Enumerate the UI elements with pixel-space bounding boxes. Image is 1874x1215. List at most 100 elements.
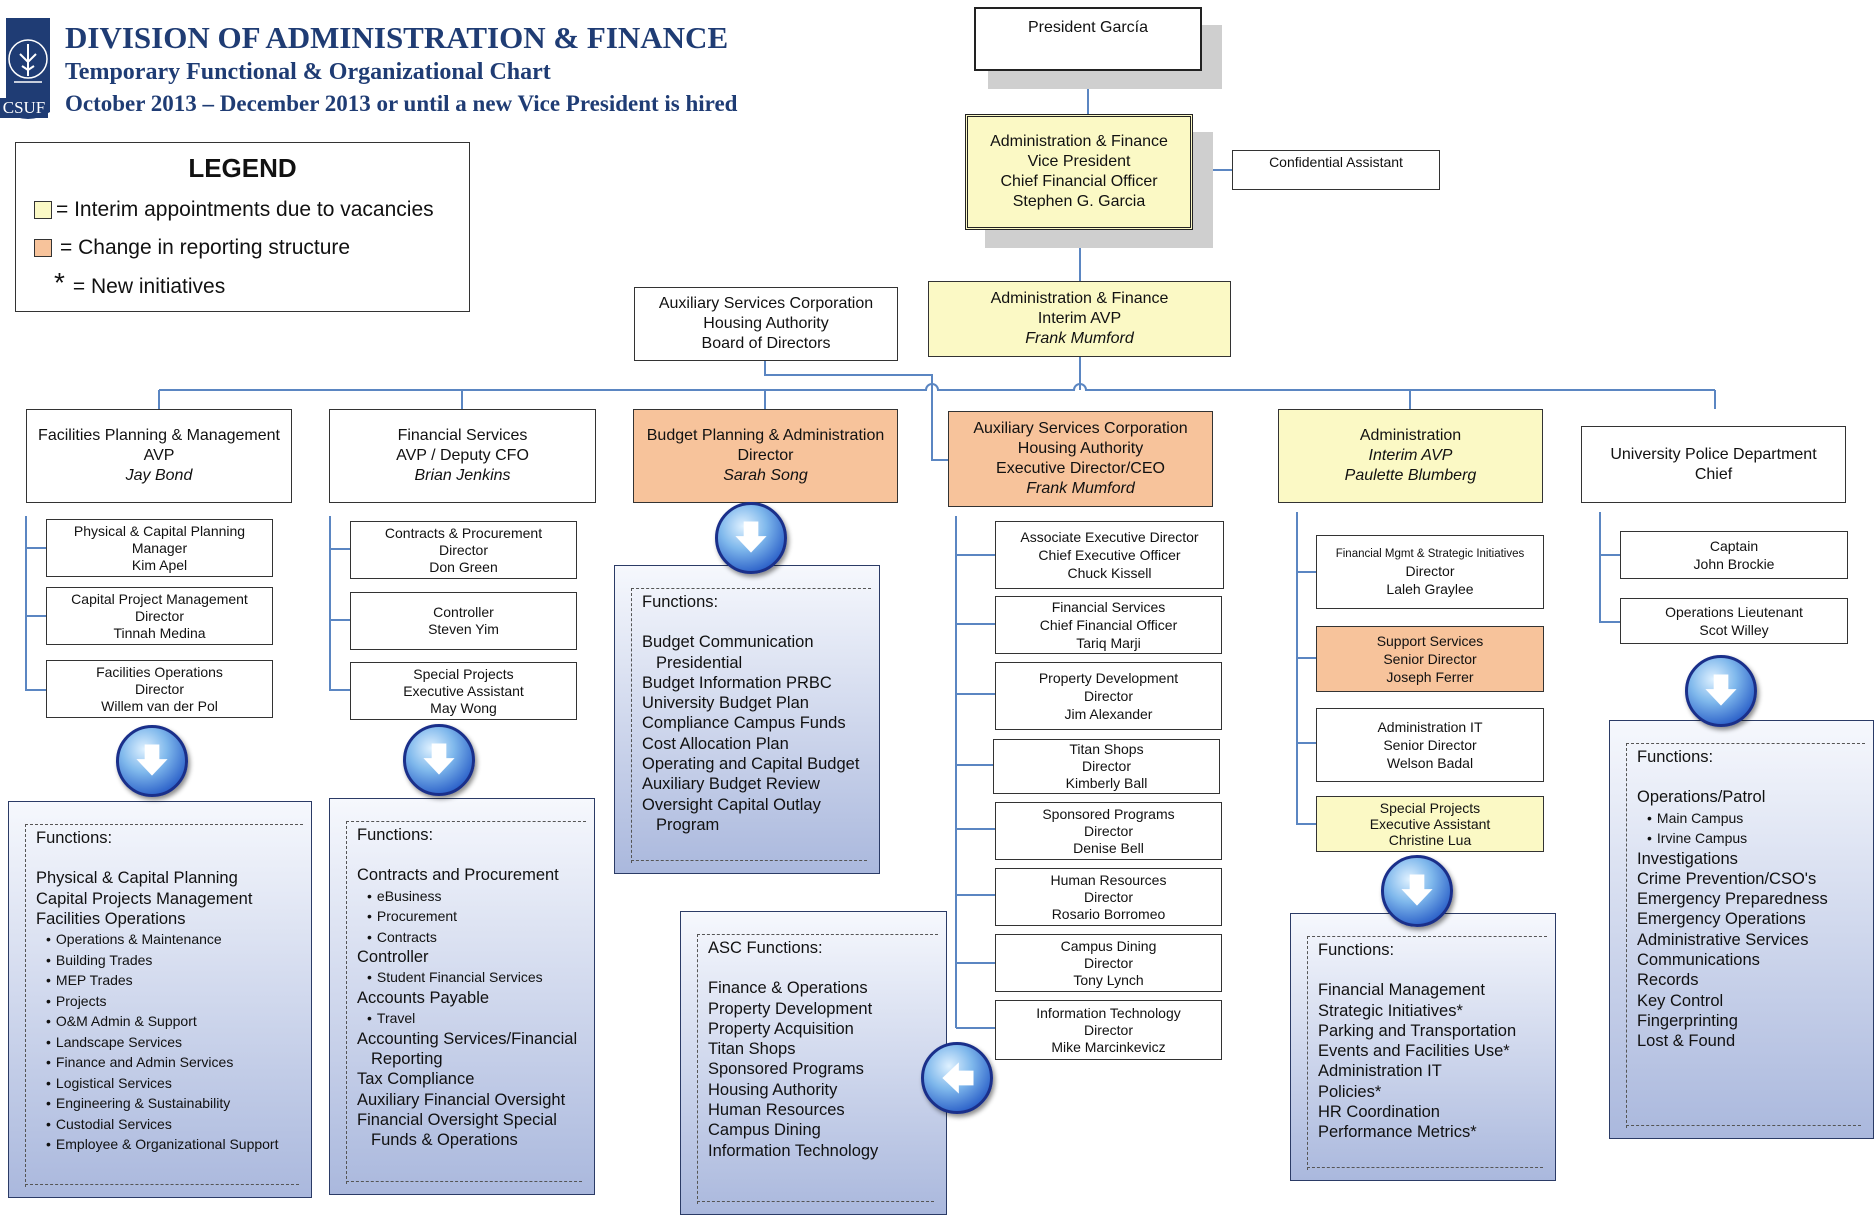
function-item: Finance & Operations [708,979,868,998]
sub-line3: Welson Badal [1386,755,1474,771]
sub-box-titan-shops: Titan Shops Director Kimberly Ball [993,739,1220,794]
sub-line3: Tariq Marji [1076,635,1141,651]
function-item: Tax Compliance [357,1070,475,1089]
legend-label-change: = Change in reporting structure [60,236,351,259]
sub-line2: Director [1405,562,1455,579]
function-item: Financial Management [1318,981,1485,1000]
yellow-swatch [34,201,52,219]
sub-box-contracts: Contracts & Procurement Director Don Gre… [350,521,577,579]
function-item: Lost & Found [1637,1032,1736,1051]
function-item: Contracts and Procurement [357,866,559,885]
function-bullet: Logistical Services [36,1073,305,1094]
functions-label: Functions: [357,826,434,844]
facilities-title: Facilities Planning & Management [38,427,280,444]
function-item: Auxiliary Budget Review [642,775,820,794]
sub-line1: Financial Mgmt & Strategic Initiatives [1335,547,1525,560]
function-bullet: Student Financial Services [357,967,588,988]
budget-name: Sarah Song [723,467,808,484]
sub-line1: Sponsored Programs [1042,805,1175,822]
legend-star: * [54,267,65,298]
function-item: Campus Dining [708,1121,821,1140]
sub-line2: Director [1081,758,1131,774]
function-item: Budget Information PRBC [642,673,832,692]
sub-line1: Capital Project Management [71,590,248,607]
function-bullet: Custodial Services [36,1114,305,1135]
function-bullet: Projects [36,991,305,1012]
function-item: Reporting [371,1049,443,1068]
sub-line1: Special Projects [1379,800,1481,816]
page-title: DIVISION OF ADMINISTRATION & FINANCE [65,20,729,55]
function-item: Cost Allocation Plan [642,734,789,753]
asc-board-box: Auxiliary Services Corporation Housing A… [634,287,898,361]
function-item: Sponsored Programs [708,1060,864,1079]
function-item: Records [1637,971,1699,990]
interim-avp-box: Administration & Finance Interim AVP Fra… [928,281,1231,357]
legend-title: LEGEND [188,153,297,183]
legend-row-change: = Change in reporting structure [34,236,350,260]
sub-line2: Manager [131,539,188,556]
function-item: Performance Metrics* [1318,1123,1477,1142]
function-bullet: Irvine Campus [1637,828,1867,849]
functions-label: Functions: [1637,748,1714,766]
sub-line2: Executive Assistant [1369,816,1491,832]
function-item: Crime Prevention/CSO's [1637,869,1817,888]
interim-avp-line1: Administration & Finance [990,290,1169,307]
administration-functions-panel: Functions: Financial Management Strategi… [1290,913,1556,1181]
vp-box: Administration & Finance Vice President … [965,114,1193,230]
function-bullet: MEP Trades [36,970,305,991]
sub-line2: Executive Assistant [403,682,524,699]
function-item: Accounts Payable [357,988,490,1007]
asc-board-line3: Board of Directors [701,335,831,352]
function-item: Compliance Campus Funds [642,714,846,733]
functions-label: Functions: [1318,941,1395,959]
budget-title: Budget Planning & Administration [646,427,885,444]
sub-line1: Contracts & Procurement [384,524,543,541]
sub-line1: Controller [433,604,494,620]
function-item: Accounting Services/Financial [357,1029,578,1048]
function-item: Oversight Capital Outlay [642,795,821,814]
asc-exec-title: Auxiliary Services Corporation [973,420,1188,437]
function-item: Administrative Services [1637,930,1809,949]
sub-line1: Captain [1709,538,1759,554]
facilities-functions-panel: Functions: Physical & Capital Planning C… [8,801,312,1198]
function-item: Emergency Preparedness [1637,890,1828,909]
sub-line2: Director [438,541,488,558]
sub-box-sponsored-programs: Sponsored Programs Director Denise Bell [995,802,1222,860]
function-bullet: Contracts [357,927,588,948]
legend: LEGEND = Interim appointments due to vac… [15,142,470,312]
sub-line1: Administration IT [1377,719,1483,735]
down-arrow-icon [116,725,188,797]
sub-box-captain: Captain John Brockie [1620,531,1848,579]
function-item: Administration IT [1318,1062,1442,1081]
function-item: Investigations [1637,849,1738,868]
sub-line3: Joseph Ferrer [1386,669,1474,685]
facilities-name: Jay Bond [125,467,193,484]
sub-line3: Kimberly Ball [1065,775,1148,791]
sub-line1: Financial Services [1051,599,1166,615]
sub-line2: Chief Financial Officer [1039,617,1178,633]
sub-line2: Director [134,607,184,624]
down-arrow-icon [1685,655,1757,727]
sub-line1: Physical & Capital Planning [73,522,246,539]
function-bullet: Main Campus [1637,808,1867,829]
administration-avp-box: Administration Interim AVP Paulette Blum… [1278,409,1543,503]
function-item: Emergency Operations [1637,910,1806,929]
police-chief-box: University Police Department Chief [1581,426,1846,503]
sub-line2: Steven Yim [428,621,499,637]
asc-functions-panel: ASC Functions: Finance & Operations Prop… [680,911,947,1215]
asc-exec-role2: Executive Director/CEO [996,460,1165,477]
asc-functions-label: ASC Functions: [708,939,823,957]
sub-line3: Rosario Borromeo [1051,905,1166,922]
sub-box-financial-mgmt: Financial Mgmt & Strategic Initiatives D… [1316,535,1544,609]
police-role: Chief [1694,465,1733,483]
financial-role: AVP / Deputy CFO [396,447,529,464]
budget-role: Director [737,447,794,464]
function-item: Information Technology [708,1141,879,1160]
sub-line3: Denise Bell [1073,839,1144,856]
facilities-role: AVP [143,447,175,464]
legend-row-new: * = New initiatives [34,267,225,303]
sub-line3: Mike Marcinkevicz [1051,1038,1166,1055]
down-arrow-icon [1381,855,1453,927]
police-title: University Police Department [1610,445,1817,463]
